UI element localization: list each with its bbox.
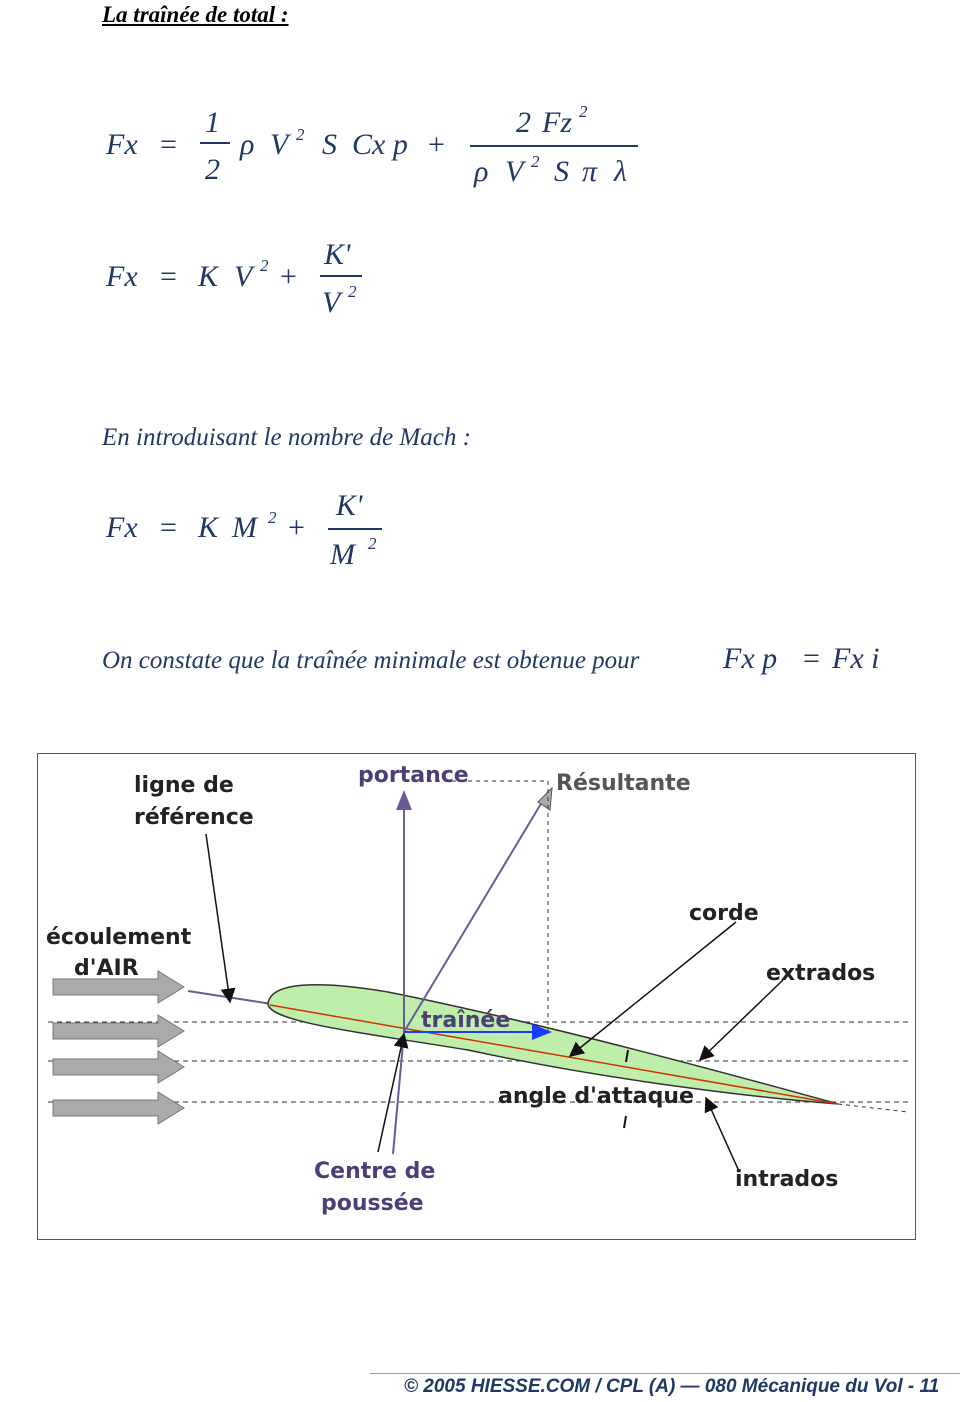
eq1-frac1-num: 1 [205,106,220,139]
pointer-pressure-center [377,1032,409,1153]
air-arrow-3 [52,1050,185,1084]
airfoil-diagram: ligne de référence portance Résultante é… [37,753,916,1240]
eq1-plus: + [428,128,445,161]
eq1-lhs: Fx [106,128,138,161]
label-angle-of-attack: angle d'attaque [498,1084,694,1109]
chord-line [269,1004,839,1105]
label-flow-1: écoulement [46,925,192,950]
label-extrados: extrados [766,961,875,986]
airfoil-diagram-svg: ligne de référence portance Résultante é… [46,763,909,1216]
eq1-frac2-num-b: Fz [542,106,572,139]
air-arrow-2 [52,1014,185,1048]
conclusion-text: On constate que la traînée minimale est … [102,647,640,674]
pointer-extrados [698,979,784,1062]
eq1-frac2-den-exp: 2 [531,152,540,171]
angle-tick-2 [623,1115,627,1129]
eq1-frac1-den: 2 [205,153,220,186]
air-flow-arrows [52,970,185,1125]
eq3-lhs: Fx [106,511,138,544]
eq2-lhs: Fx [106,260,138,293]
angle-tick-1 [625,1049,629,1063]
eq1-v: V [270,128,289,161]
conclusion-equals: = [803,642,820,675]
eq2-num: K' [324,238,351,271]
label-pressure-center-1: Centre de [314,1159,435,1184]
eq2-bar [320,275,362,277]
eq1-frac2-bar [470,145,638,147]
resultant-arrow [403,791,549,1033]
label-pressure-center-2: poussée [321,1191,424,1216]
label-lift: portance [358,763,469,788]
mach-intro-text: En introduisant le nombre de Mach : [102,424,471,451]
eq1-equals: = [160,128,177,161]
label-resultant: Résultante [556,771,691,796]
eq2-v: V [234,260,253,293]
footer-text: © 2005 HIESSE.COM / CPL (A) — 080 Mécani… [404,1376,940,1397]
chord-extension [837,1103,909,1113]
eq1-frac1-bar [200,142,230,144]
air-arrow-4 [52,1091,185,1125]
eq3-m: M [232,511,257,544]
eq1-frac2-den-s: S [554,155,569,188]
label-reference-line-2: référence [134,805,254,830]
eq2-equals: = [160,260,177,293]
resultant-arrowhead [537,786,553,811]
label-flow-2: d'AIR [74,956,139,981]
pointer-chord [568,921,737,1057]
eq2-den-v: V [322,286,341,319]
footer-divider [370,1373,960,1374]
eq3-den-m: M [330,538,355,571]
eq3-plus: + [288,511,305,544]
label-reference-line-1: ligne de [134,773,234,798]
eq1-frac2-den-pi: π [582,155,598,188]
eq3-bar [328,528,382,530]
section-title: La traînée de total : [102,2,289,27]
eq2-k: K [198,260,219,293]
eq1-v-exp: 2 [296,125,305,144]
eq1-frac2-den-v: V [505,155,524,188]
eq3-num: K' [336,489,363,522]
eq2-den-exp: 2 [348,282,357,301]
eq1-frac2-num-a: 2 [516,106,531,139]
eq3-equals: = [160,511,177,544]
pressure-center-line [392,1031,405,1155]
eq1-cxp: Cx p [352,128,408,161]
conclusion-lhs: Fx p [723,642,778,675]
eq1-frac2-num-exp: 2 [579,102,588,121]
pointer-intrados [704,1096,739,1170]
eq1-s: S [322,128,337,161]
conclusion-rhs: Fx i [832,642,880,675]
label-drag: traînée [421,1008,510,1033]
eq3-den-exp: 2 [368,534,377,553]
eq2-v-exp: 2 [260,256,269,275]
label-chord: corde [689,901,759,926]
eq1-rho: ρ [240,128,255,161]
eq3-m-exp: 2 [268,508,277,527]
eq1-frac2-den-rho: ρ [474,155,489,188]
pointer-reference [205,833,236,1004]
air-arrow-1 [52,970,185,1004]
eq1-frac2-den-lambda: λ [614,155,627,188]
eq3-k: K [198,511,219,544]
eq2-plus: + [280,260,297,293]
label-intrados: intrados [735,1167,838,1192]
